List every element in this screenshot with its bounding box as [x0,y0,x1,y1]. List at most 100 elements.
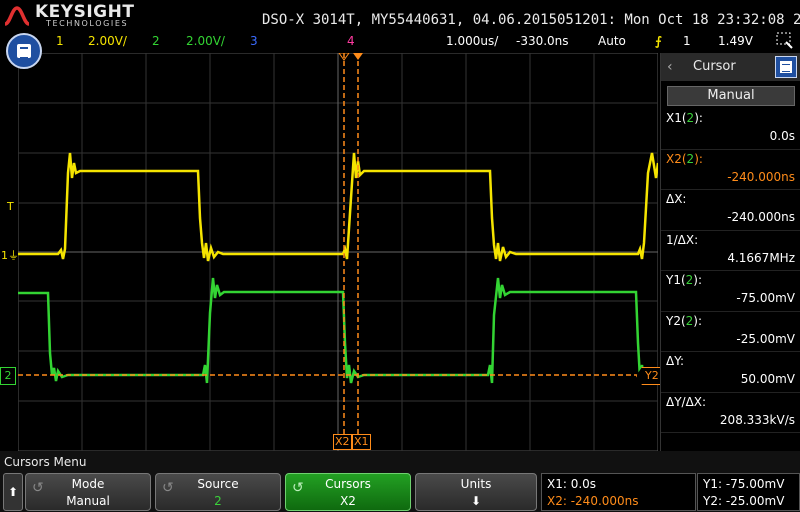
graticule [18,53,658,451]
y-cursor-readout: Y1: -75.00mV Y2: -25.00mV [697,473,800,511]
menu-icon[interactable] [6,33,42,69]
cursor-readout-row: Y2(2):-25.00mV [661,312,800,352]
readout-label-text: ΔY: [666,354,684,368]
readout-label: X1(2): [666,111,703,125]
trigger-mode[interactable]: Auto [598,34,626,48]
mode-softkey[interactable]: ↺ Mode Manual [25,473,151,511]
mode-softkey-value: Manual [66,494,110,508]
cursor-readout-row: ΔX: -240.000ns [661,190,800,231]
readout-label: 1/ΔX: [666,233,698,247]
readout-label: ΔY: [666,354,684,368]
cursor-panel-title: Cursor [693,59,736,74]
back-arrow-icon[interactable]: ⬆ [3,473,23,511]
mode-softkey-label: Mode [71,477,105,491]
cursor-readout-row: X1(2): 0.0s [661,109,800,150]
readout-label-tail: ): [694,111,703,125]
trigger-level[interactable]: 1.49V [718,34,753,48]
readout-label-text: X2( [666,151,687,166]
cursor-mode-button[interactable]: Manual [667,86,795,106]
down-arrow-icon: ⬇ [470,494,482,508]
cursors-softkey-label: Cursors [325,477,371,491]
x2-top-marker [338,53,350,61]
readout-label-text: Y1( [666,273,686,287]
waveform-display[interactable] [18,53,658,451]
readout-label-tail: ): [693,313,703,328]
status-bar: 1 2.00V/ 2 2.00V/ 3 4 1.000us/ -330.0ns … [0,31,800,53]
collapse-chevron-icon[interactable]: ‹ [667,59,673,75]
readout-label: Y2(2): [666,314,702,328]
cursor-readout-row: Y1(2): -75.00mV [661,271,800,312]
channel-2-trace [18,277,658,384]
readout-label-text: X1( [666,111,687,125]
x1-readout: X1: 0.0s [547,477,597,491]
source-softkey-label: Source [197,477,239,491]
cursor-readout-row: X2(2): -240.000ns [661,150,800,190]
brand-sub: TECHNOLOGIES [46,19,129,28]
readout-value: -240.000ns [727,169,795,184]
trigger-level-marker[interactable]: T [7,200,14,213]
zoom-box-icon[interactable] [776,32,794,53]
instrument-title: DSO-X 3014T, MY55440631, 04.06.201505120… [262,12,800,28]
knob-icon: ↺ [162,480,174,496]
cursors-softkey[interactable]: ↺ Cursors X2 [285,473,411,511]
readout-label: ΔY/ΔX: [666,395,706,409]
softkey-bar: Cursors Menu ⬆ ↺ Mode Manual ↺ Source 2 … [0,451,800,512]
keysight-logo-icon [4,6,30,26]
readout-label: X2(2): [666,152,703,166]
source-softkey[interactable]: ↺ Source 2 [155,473,281,511]
x1-cursor-label[interactable]: X1 [352,434,371,450]
ch2-scale[interactable]: 2.00V/ [186,34,225,48]
readout-value: -75.00mV [736,291,795,305]
readout-source: 2 [685,313,694,328]
readout-value: 50.00mV [740,372,795,386]
cursor-readout-row: ΔY/ΔX: 208.333kV/s [661,393,800,433]
timebase-scale[interactable]: 1.000us/ [446,34,499,48]
panel-menu-icon[interactable] [775,56,797,78]
x2-readout: X2: -240.000ns [547,494,639,508]
x-cursor-readout: X1: 0.0s X2: -240.000ns [541,473,696,511]
keysight-logo: KEYSIGHT TECHNOLOGIES [4,2,134,29]
ground-icon: ⏚ [8,249,19,262]
readout-label: Y1(2): [666,273,702,287]
readout-value: 0.0s [769,129,795,143]
readout-source: 2 [685,273,694,287]
readout-value: 208.333kV/s [719,412,795,427]
knob-icon: ↺ [292,480,304,496]
ch2-ground-marker[interactable]: 2 [0,367,16,385]
ch4-number[interactable]: 4 [347,34,355,48]
cursor-panel-header: ‹ Cursor [661,53,800,81]
ch3-number[interactable]: 3 [250,34,258,48]
ch1-marker-label: 1 [1,249,8,262]
units-softkey-label: Units [460,477,492,491]
x2-cursor-label[interactable]: X2 [333,434,352,450]
time-delay[interactable]: -330.0ns [516,34,569,48]
y2-cursor-label[interactable]: Y2 [636,367,662,385]
ch2-marker-label: 2 [4,369,12,382]
ch1-ground-marker[interactable]: 1⏚ [1,247,19,263]
units-softkey[interactable]: Units ⬇ [415,473,537,511]
ch1-scale[interactable]: 2.00V/ [88,34,127,48]
ch1-number[interactable]: 1 [56,34,64,48]
knob-icon: ↺ [32,480,44,496]
readout-label-tail: ): [693,273,703,287]
readout-label-text: ΔX: [666,192,687,206]
readout-value: -240.000ns [727,210,795,224]
readout-source: 2 [686,151,695,166]
menu-title: Cursors Menu [4,455,87,469]
readout-label-text: Y2( [666,313,686,328]
y2-readout: Y2: -25.00mV [703,494,785,508]
cursor-readout-row: ΔY: 50.00mV [661,352,800,393]
trigger-edge-icon: ⨍ [655,34,662,48]
cursor-readout-row: 1/ΔX: 4.1667MHz [661,231,800,271]
cursors-softkey-value: X2 [340,494,356,508]
x1-top-marker [353,53,363,60]
ch2-number[interactable]: 2 [152,34,160,48]
readout-value: 4.1667MHz [727,250,795,265]
y1-readout: Y1: -75.00mV [703,477,785,491]
source-softkey-value: 2 [214,494,222,508]
trigger-source[interactable]: 1 [683,34,691,48]
readout-label-text: 1/ΔX: [666,232,699,247]
